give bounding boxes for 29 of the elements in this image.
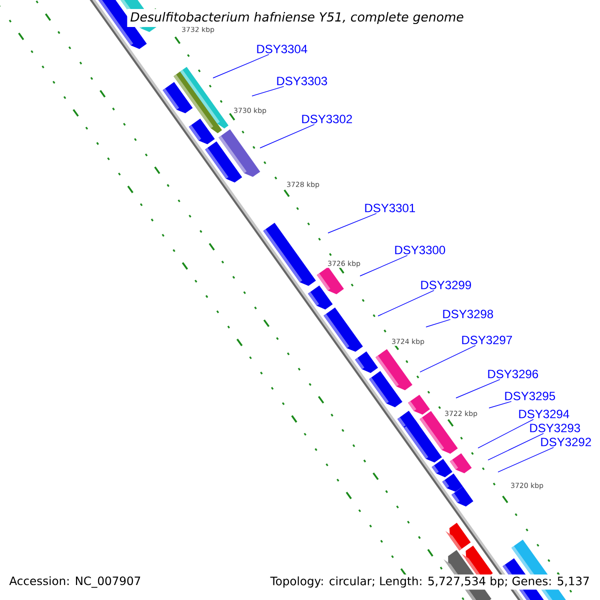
gene-label: DSY3297 [462, 336, 512, 344]
leader-line [478, 419, 534, 448]
gene-label: DSY3293 [530, 424, 580, 432]
gene-label: DSY3296 [488, 370, 538, 378]
gene-label: DSY3294 [519, 410, 570, 418]
leader-line [498, 447, 554, 472]
leader-line [378, 290, 434, 316]
leader-line [328, 213, 377, 234]
leader-line [360, 255, 408, 276]
leader-line [252, 86, 284, 96]
leader-line [212, 54, 270, 78]
leader-line [488, 433, 544, 460]
gene-label: DSY3299 [421, 280, 471, 290]
leader-line [456, 379, 500, 398]
leader-line [420, 345, 476, 372]
gene-label: DSY3300 [395, 246, 446, 254]
title: Desulfitobacterium hafniense Y51, complete genome [127, 8, 467, 28]
gene-label: DSY3302 [302, 114, 352, 124]
gene-label: DSY3303 [277, 76, 328, 86]
gene-label: DSY3304 [257, 44, 308, 54]
accession-text: Accession: NC_007907 [7, 574, 144, 590]
genome-info-text: Topology: circular; Length: 5,727,534 bp; Genes: 5,137 [268, 574, 592, 590]
leader-line [488, 401, 512, 408]
gene-label: DSY3298 [443, 310, 494, 318]
gene-label: DSY3295 [505, 392, 556, 400]
gene-label: DSY3292 [541, 438, 591, 446]
leader-line [426, 319, 451, 328]
leader-line [260, 124, 315, 148]
gene-label: DSY3301 [365, 204, 415, 212]
